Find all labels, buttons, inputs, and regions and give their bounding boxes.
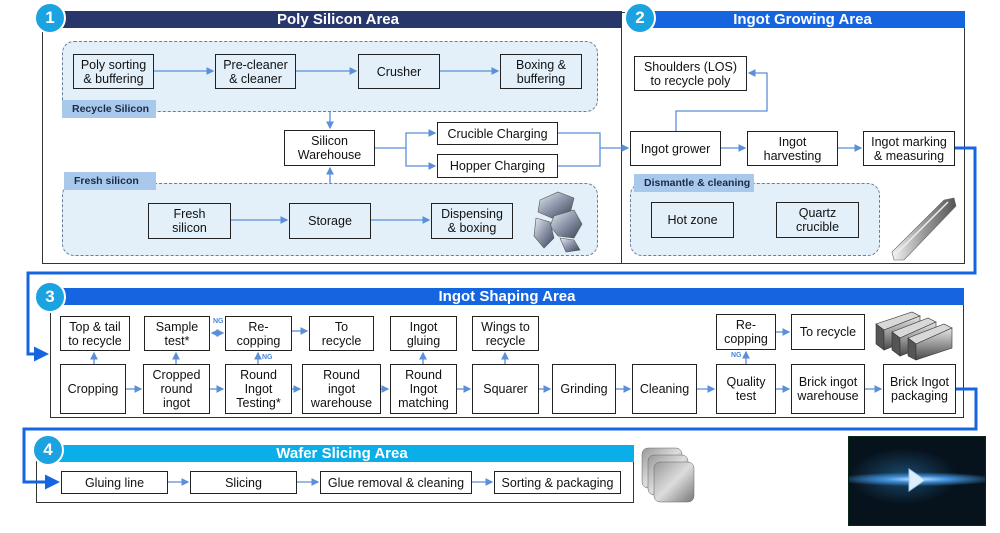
brick-ingot-packaging-box: Brick Ingot packaging	[883, 364, 956, 414]
fresh-silicon-tag: Fresh silicon	[64, 172, 156, 190]
area-badge-4: 4	[32, 434, 64, 466]
storage-box: Storage	[289, 203, 371, 239]
hopper-charging-box: Hopper Charging	[437, 154, 558, 178]
silicon-chunks-image	[533, 191, 583, 253]
ingot-marking-box: Ingot marking & measuring	[863, 131, 955, 166]
to-recycle-box-2: To recycle	[791, 314, 865, 350]
wafer-slicing-area-header: Wafer Slicing Area	[50, 445, 634, 462]
area-badge-2: 2	[624, 2, 656, 34]
area-badge-1: 1	[34, 2, 66, 34]
poly-sorting-box: Poly sorting & buffering	[73, 54, 154, 89]
squarer-box: Squarer	[472, 364, 539, 414]
area-title: Poly Silicon Area	[277, 11, 399, 28]
hot-zone-box: Hot zone	[651, 202, 734, 238]
top-tail-recycle-box: Top & tail to recycle	[60, 316, 130, 351]
to-recycle-box-1: To recycle	[309, 316, 374, 351]
ng-label-quality: NG	[731, 352, 742, 359]
poly-silicon-area-header: Poly Silicon Area	[54, 11, 622, 28]
sorting-packaging-box: Sorting & packaging	[494, 471, 621, 494]
re-copping-box-2: Re- copping	[716, 314, 776, 350]
area-title: Wafer Slicing Area	[276, 445, 408, 462]
crucible-charging-box: Crucible Charging	[437, 122, 558, 145]
ng-label-testing: NG	[262, 354, 273, 361]
glue-removal-cleaning-box: Glue removal & cleaning	[320, 471, 472, 494]
ingot-grower-box: Ingot grower	[630, 131, 721, 166]
ingot-gluing-box: Ingot gluing	[390, 316, 457, 351]
fresh-silicon-box: Fresh silicon	[148, 203, 231, 239]
cropped-round-ingot-box: Cropped round ingot	[143, 364, 210, 414]
ingot-rod-image	[891, 197, 957, 261]
ingot-shaping-area-header: Ingot Shaping Area	[50, 288, 964, 305]
boxing-buffering-box: Boxing & buffering	[500, 54, 582, 89]
shoulders-recycle-box: Shoulders (LOS) to recycle poly	[634, 56, 747, 91]
cleaning-box: Cleaning	[632, 364, 697, 414]
area-title: Ingot Growing Area	[733, 11, 872, 28]
cropping-box: Cropping	[60, 364, 126, 414]
round-ingot-warehouse-box: Round ingot warehouse	[302, 364, 381, 414]
video-thumbnail[interactable]	[848, 436, 986, 526]
brick-ingot-warehouse-box: Brick ingot warehouse	[791, 364, 865, 414]
wafers-image	[641, 447, 695, 503]
area-title: Ingot Shaping Area	[438, 288, 576, 305]
area-badge-3: 3	[34, 281, 66, 313]
quality-test-box: Quality test	[716, 364, 776, 414]
dispensing-boxing-box: Dispensing & boxing	[431, 203, 513, 239]
ingot-growing-area-header: Ingot Growing Area	[640, 11, 965, 28]
gluing-line-box: Gluing line	[61, 471, 168, 494]
silicon-warehouse-box: Silicon Warehouse	[284, 130, 375, 166]
dismantle-cleaning-tag: Dismantle & cleaning	[634, 174, 754, 192]
ng-label-sample: NG	[213, 318, 224, 325]
crusher-box: Crusher	[358, 54, 440, 89]
recycle-silicon-tag: Recycle Silicon	[62, 100, 156, 118]
ingot-harvesting-box: Ingot harvesting	[747, 131, 838, 166]
slicing-box: Slicing	[190, 471, 297, 494]
pre-cleaner-box: Pre-cleaner & cleaner	[215, 54, 296, 89]
brick-ingots-image	[875, 311, 953, 361]
quartz-crucible-box: Quartz crucible	[776, 202, 859, 238]
sample-test-box: Sample test*	[144, 316, 210, 351]
re-copping-box-1: Re- copping	[225, 316, 292, 351]
round-ingot-matching-box: Round Ingot matching	[390, 364, 457, 414]
wings-to-recycle-box: Wings to recycle	[472, 316, 539, 351]
play-icon[interactable]	[905, 467, 929, 493]
round-ingot-testing-box: Round Ingot Testing*	[225, 364, 292, 414]
grinding-box: Grinding	[552, 364, 616, 414]
